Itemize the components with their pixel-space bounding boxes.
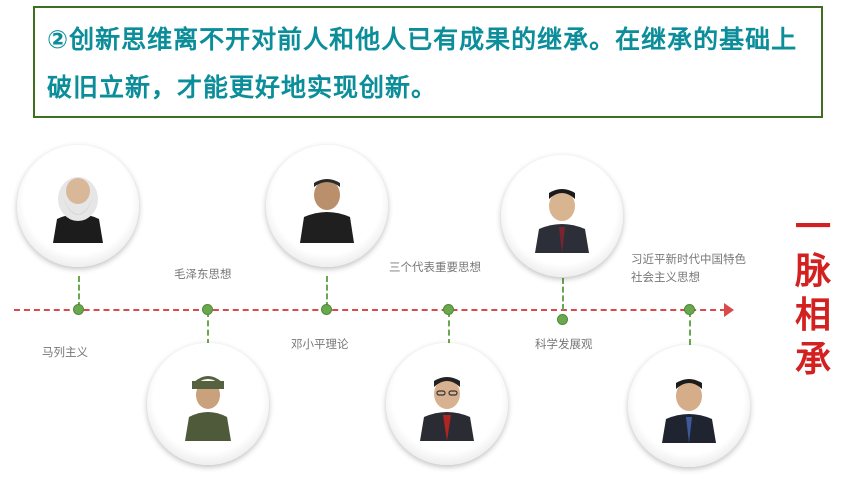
- headline-box: ②创新思维离不开对前人和他人已有成果的继承。在继承的基础上破旧立新，才能更好地实…: [33, 6, 823, 118]
- timeline-node: [684, 304, 695, 315]
- side-title-char: 一: [794, 206, 831, 248]
- timeline-label-scientific-development: 科学发展观: [535, 337, 593, 351]
- side-title-char: 脉: [794, 250, 831, 292]
- timeline-node: [202, 304, 213, 315]
- person-icon: [185, 376, 231, 441]
- timeline-node: [557, 314, 568, 325]
- timeline-label-xi-thought: 习近平新时代中国特色社会主义思想: [631, 252, 746, 284]
- timeline-line: [14, 309, 726, 311]
- portrait-mao: [147, 343, 269, 465]
- portrait-xi: [628, 345, 750, 467]
- timeline-stem: [78, 276, 80, 308]
- timeline-label-marxism-leninism: 马列主义: [42, 345, 88, 359]
- timeline-stem: [326, 276, 328, 308]
- portrait-jiang: [386, 343, 508, 465]
- person-icon: [662, 379, 716, 443]
- person-icon: [535, 189, 589, 253]
- portrait-deng: [266, 145, 388, 267]
- person-icon: [300, 179, 354, 243]
- timeline-label-mao-thought: 毛泽东思想: [174, 267, 232, 281]
- timeline-stem: [207, 311, 209, 345]
- side-title-char: 相: [794, 294, 831, 336]
- timeline-stem: [562, 278, 564, 310]
- timeline-arrow-icon: [724, 303, 734, 317]
- portrait-hu: [501, 155, 623, 277]
- side-title-char: 承: [794, 338, 831, 380]
- timeline-stem: [689, 311, 691, 345]
- person-icon: [420, 377, 474, 441]
- timeline-label-deng-theory: 邓小平理论: [291, 337, 349, 351]
- timeline-label-three-represents: 三个代表重要思想: [389, 260, 481, 274]
- portrait-marx: [17, 145, 139, 267]
- timeline-node: [73, 304, 84, 315]
- person-icon: [53, 177, 103, 243]
- headline-text: ②创新思维离不开对前人和他人已有成果的继承。在继承的基础上破旧立新，才能更好地实…: [47, 25, 798, 102]
- timeline-node: [443, 304, 454, 315]
- timeline-stem: [448, 311, 450, 345]
- timeline-node: [321, 304, 332, 315]
- side-title: 一 脉 相 承: [790, 205, 836, 381]
